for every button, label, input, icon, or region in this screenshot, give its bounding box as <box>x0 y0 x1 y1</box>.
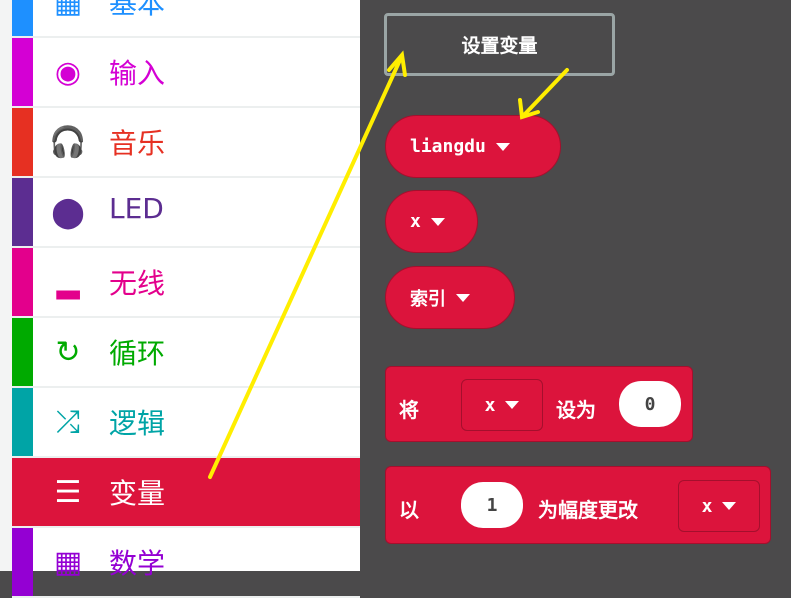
category-color-strip <box>12 248 33 316</box>
sidebar-item-label: 基本 <box>109 0 166 20</box>
sidebar-item-label: 无线 <box>109 267 166 300</box>
arrow-line <box>522 68 569 117</box>
toggle-icon: ⬤ <box>51 194 85 230</box>
sidebar-item-0[interactable]: ▦ 基本 <box>12 0 360 38</box>
chevron-down-icon[interactable] <box>495 142 510 151</box>
make-variable-button[interactable]: 设置变量 <box>384 13 615 76</box>
category-color-strip <box>12 458 33 526</box>
change-variable-block[interactable]: 以 1 为幅度更改 x <box>385 466 771 544</box>
category-color-strip <box>12 178 33 246</box>
refresh-icon: ↻ <box>55 334 81 370</box>
sidebar-item-2[interactable]: 🎧 音乐 <box>12 108 360 178</box>
arrow-line <box>208 58 402 479</box>
value-input[interactable]: 0 <box>619 381 681 427</box>
sidebar-item-1[interactable]: ◉ 输入 <box>12 38 360 108</box>
left-gutter <box>0 0 12 571</box>
chevron-down-icon[interactable] <box>430 217 445 226</box>
sidebar-item-label: 逻辑 <box>109 407 166 440</box>
category-color-strip <box>12 108 33 176</box>
set-variable-block[interactable]: 将 x 设为 0 <box>385 366 693 442</box>
variable-name: x <box>701 495 713 517</box>
category-color-strip <box>12 388 33 456</box>
list-icon: ☰ <box>54 474 82 510</box>
sidebar-item-label: LED <box>109 192 164 225</box>
chevron-down-icon <box>722 502 737 510</box>
target-icon: ◉ <box>54 54 82 90</box>
change-prefix: 以 <box>399 498 419 522</box>
variable-name: x <box>484 394 496 416</box>
annotation-arrows <box>208 50 569 479</box>
category-color-strip <box>12 318 33 386</box>
sidebar-item-6[interactable]: ⤮ 逻辑 <box>12 388 360 458</box>
make-variable-label: 设置变量 <box>461 35 538 57</box>
variable-name: 索引 <box>410 288 446 310</box>
variable-block-x[interactable]: x <box>385 190 478 253</box>
sidebar-item-4[interactable]: ▂ 无线 <box>12 248 360 318</box>
arrow-head <box>518 98 540 120</box>
variable-dropdown[interactable]: x <box>678 480 760 532</box>
sidebar-item-label: 循环 <box>109 337 166 370</box>
sidebar-item-label: 变量 <box>109 477 166 510</box>
category-color-strip <box>12 0 33 36</box>
sidebar-item-label: 音乐 <box>109 127 166 160</box>
sidebar-item-label: 输入 <box>109 57 166 90</box>
variable-name: liangdu <box>410 136 486 157</box>
sidebar-item-7[interactable]: ☰ 变量 <box>12 458 360 528</box>
chevron-down-icon <box>505 401 520 409</box>
arrow-head <box>387 50 407 77</box>
category-color-strip <box>12 38 33 106</box>
set-middle: 设为 <box>556 398 596 422</box>
amount-input[interactable]: 1 <box>461 482 523 528</box>
signal-icon: ▂ <box>56 264 80 300</box>
variable-dropdown[interactable]: x <box>461 379 543 431</box>
variable-block-liangdu[interactable]: liangdu <box>385 115 561 178</box>
variable-name: x <box>410 211 421 232</box>
headphones-icon: 🎧 <box>49 124 87 160</box>
chevron-down-icon[interactable] <box>456 293 470 302</box>
variable-block-index[interactable]: 索引 <box>385 266 515 329</box>
shuffle-icon: ⤮ <box>56 404 80 440</box>
change-middle: 为幅度更改 <box>538 498 638 522</box>
sidebar-item-3[interactable]: ⬤ LED <box>12 178 360 248</box>
set-prefix: 将 <box>399 398 419 422</box>
sidebar-item-5[interactable]: ↻ 循环 <box>12 318 360 388</box>
grid-icon: ▦ <box>53 0 83 20</box>
